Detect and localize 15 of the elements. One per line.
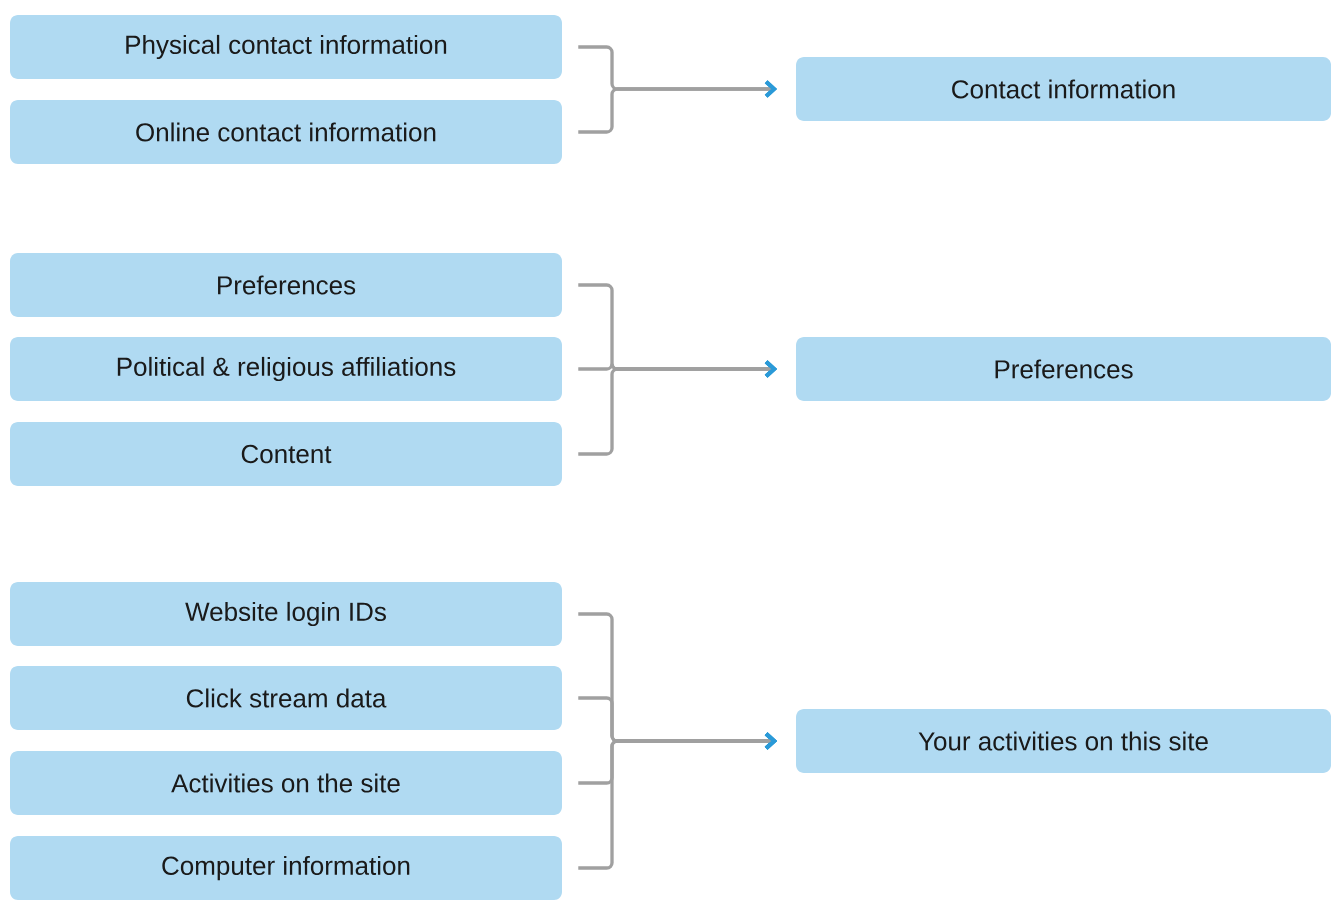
category-box: Physical contact information: [10, 15, 562, 79]
bracket-arrow: [578, 360, 778, 456]
category-box: Political & religious affiliations: [10, 337, 562, 401]
category-box: Content: [10, 422, 562, 486]
category-box: Contact information: [796, 57, 1331, 121]
bracket-arrow: [578, 732, 778, 870]
category-box: Online contact information: [10, 100, 562, 164]
category-box: Click stream data: [10, 666, 562, 730]
category-box: Preferences: [796, 337, 1331, 401]
category-box: Your activities on this site: [796, 709, 1331, 773]
category-box: Computer information: [10, 836, 562, 900]
category-box: Website login IDs: [10, 582, 562, 646]
bracket-arrow: [578, 80, 778, 134]
category-box: Activities on the site: [10, 751, 562, 815]
category-box: Preferences: [10, 253, 562, 317]
